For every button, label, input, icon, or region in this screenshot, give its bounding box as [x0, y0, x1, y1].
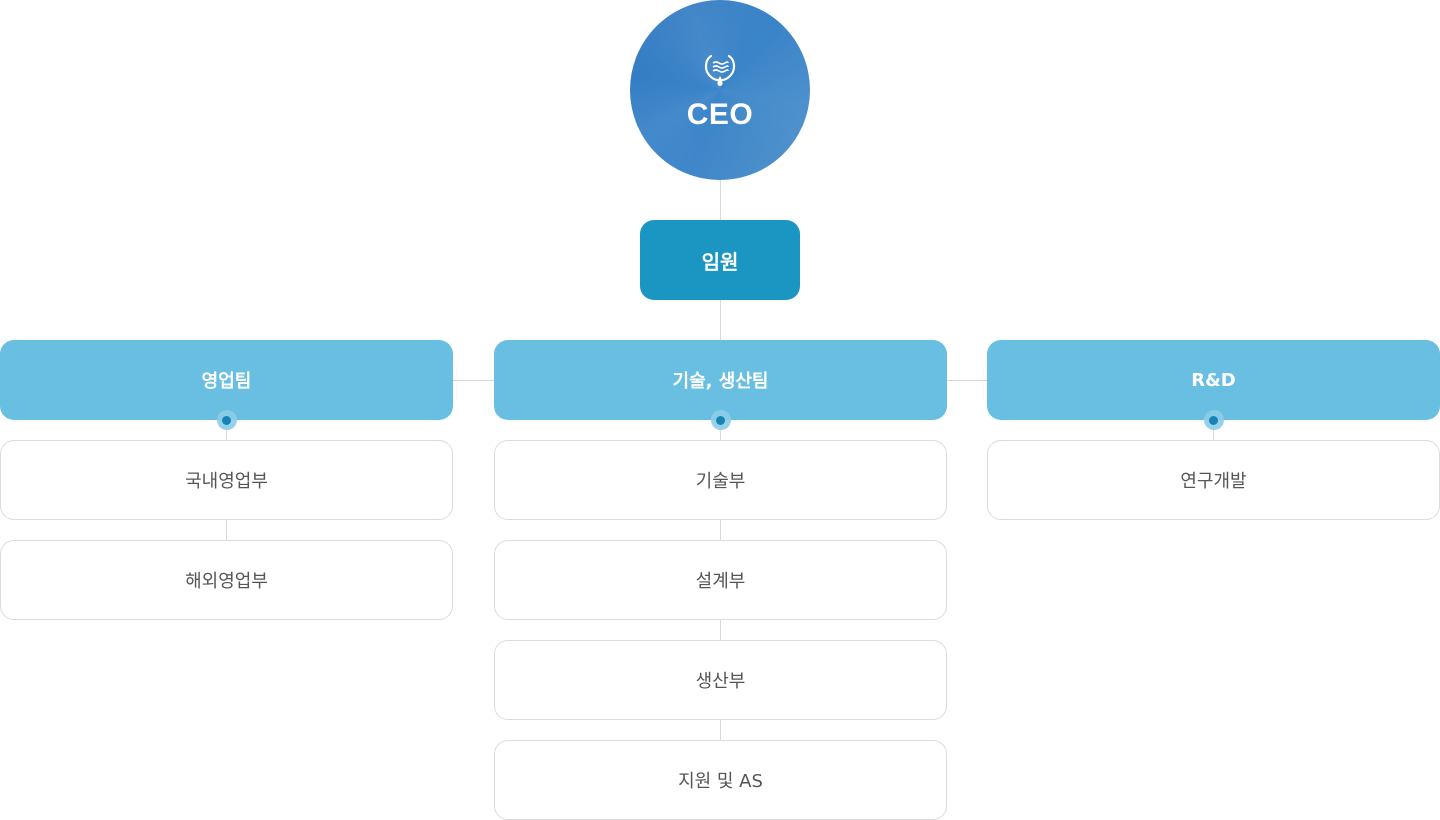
- ceo-node: CEO: [630, 0, 810, 180]
- team-rnd-label: R&D: [1191, 369, 1236, 391]
- connector-rnd-1: [1213, 420, 1214, 440]
- dept-overseas-sales: 해외영업부: [0, 540, 453, 620]
- team-tech-production-dot: [710, 410, 731, 430]
- dept-overseas-sales-label: 해외영업부: [185, 571, 268, 592]
- team-tech-production-label: 기술, 생산팀: [672, 371, 769, 392]
- team-sales: 영업팀: [0, 340, 453, 430]
- dept-technology-label: 기술부: [695, 471, 746, 492]
- connector-exec-teams: [720, 300, 721, 340]
- ceo-label: CEO: [686, 98, 754, 131]
- dept-domestic-sales: 국내영업부: [0, 440, 453, 520]
- connector-ceo-exec: [720, 180, 721, 220]
- team-rnd-dot: [1203, 410, 1224, 430]
- connector-tech-1: [720, 420, 721, 440]
- dept-research-development-label: 연구개발: [1180, 471, 1247, 492]
- dept-support-as-label: 지원 및 AS: [678, 771, 763, 792]
- team-tech-production: 기술, 생산팀: [494, 340, 947, 430]
- dept-design-label: 설계부: [695, 571, 746, 592]
- team-sales-label: 영업팀: [201, 371, 252, 392]
- connector-tech-4: [720, 720, 721, 740]
- dept-production-label: 생산부: [695, 671, 746, 692]
- executive-label: 임원: [701, 249, 739, 274]
- water-drop-logo-icon: [704, 54, 736, 86]
- team-sales-dot: [216, 410, 237, 430]
- dept-design: 설계부: [494, 540, 947, 620]
- team-rnd: R&D: [987, 340, 1440, 430]
- dept-research-development: 연구개발: [987, 440, 1440, 520]
- connector-sales-1: [226, 420, 227, 440]
- dept-production: 생산부: [494, 640, 947, 720]
- dept-technology: 기술부: [494, 440, 947, 520]
- connector-sales-2: [226, 520, 227, 540]
- dept-domestic-sales-label: 국내영업부: [185, 471, 268, 492]
- executive-node: 임원: [640, 220, 800, 300]
- connector-tech-3: [720, 620, 721, 640]
- connector-tech-2: [720, 520, 721, 540]
- dept-support-as: 지원 및 AS: [494, 740, 947, 820]
